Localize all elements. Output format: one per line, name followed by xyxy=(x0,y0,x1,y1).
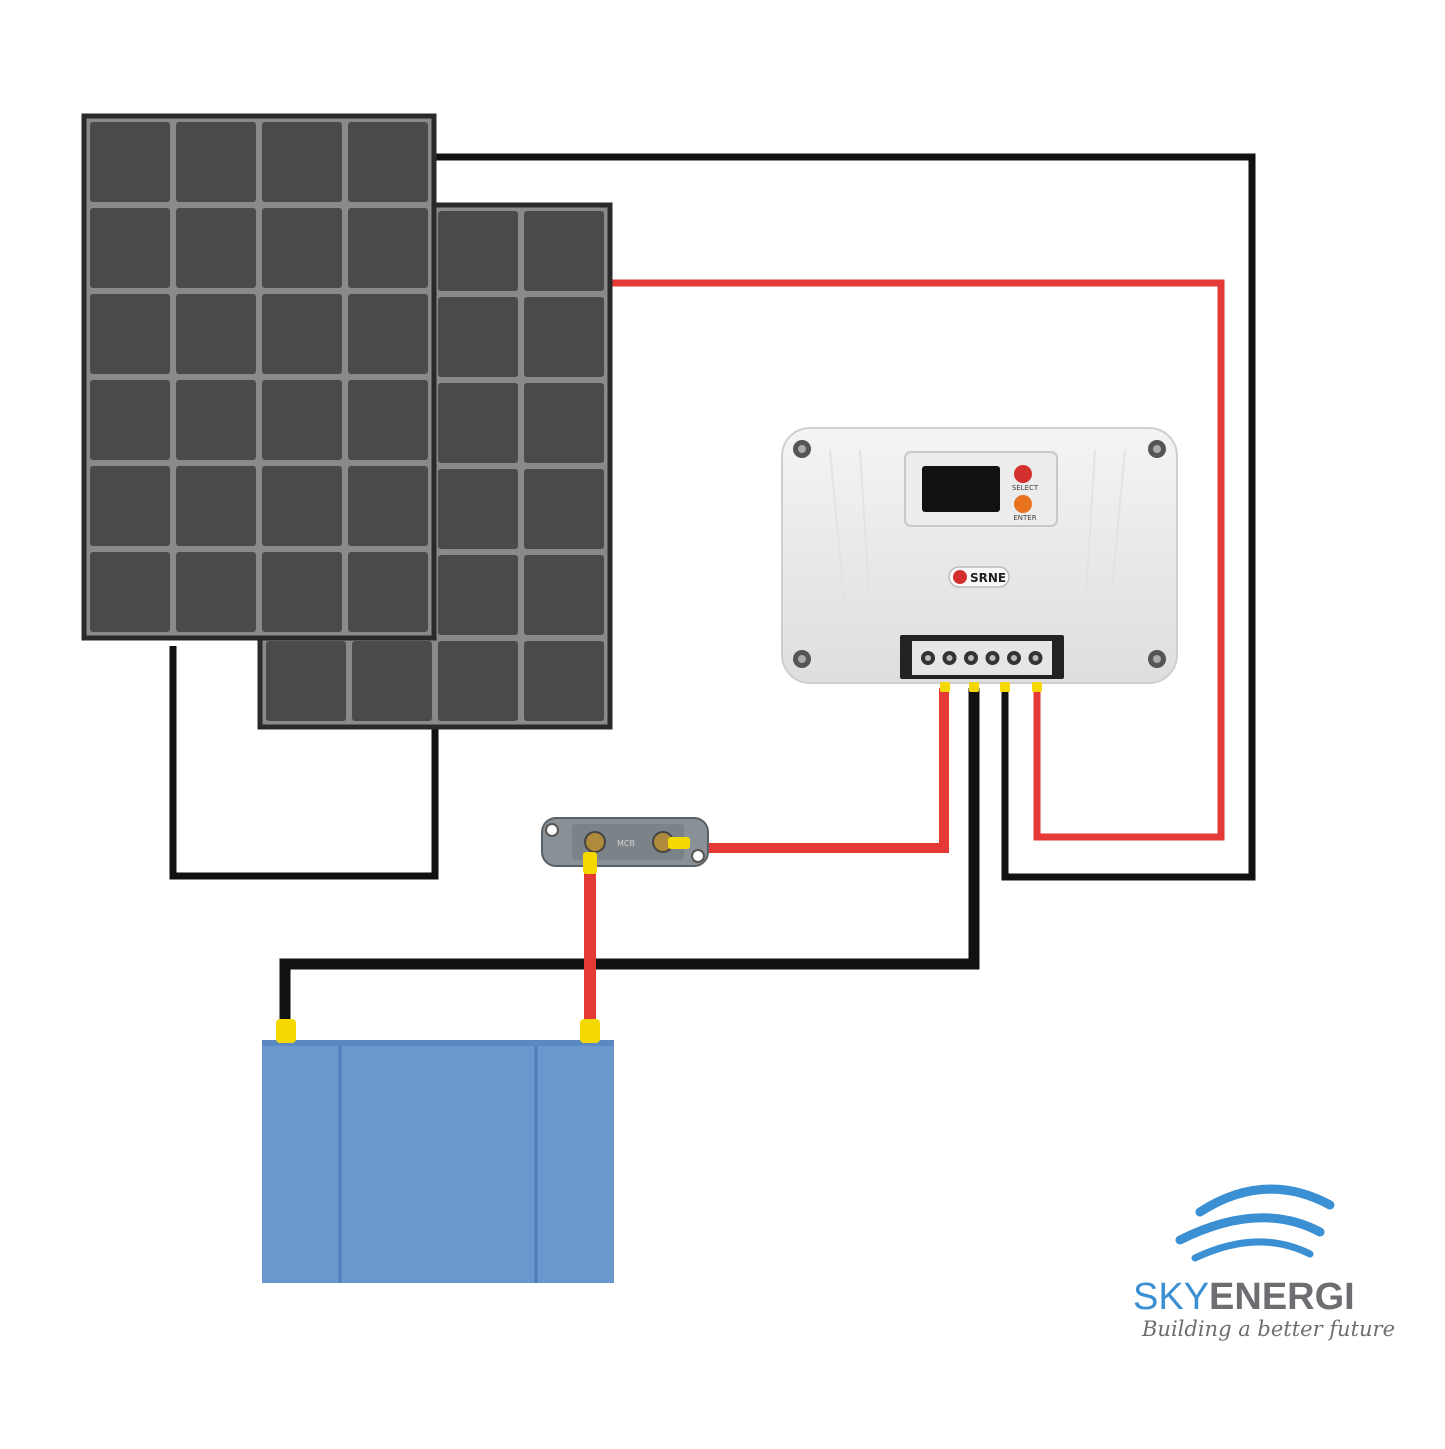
battery-positive-terminal xyxy=(580,1019,600,1043)
terminal-screws xyxy=(921,651,1043,665)
controller-ribs xyxy=(829,449,1126,611)
wire-controller-to-fuse xyxy=(686,688,949,853)
solar-panel-front xyxy=(81,113,437,641)
solar-cell xyxy=(90,294,170,374)
fuse-label: MCB xyxy=(617,839,635,848)
wave-logo-icon xyxy=(1175,1184,1335,1262)
wire-panel-top-negative xyxy=(436,153,1256,881)
solar-cell xyxy=(524,383,604,463)
solar-cell xyxy=(438,469,518,549)
controller-body xyxy=(781,427,1178,684)
terminal-screw-head xyxy=(1032,655,1039,661)
solar-cell xyxy=(438,641,518,721)
solar-cell xyxy=(266,641,346,721)
terminal-screw-head xyxy=(925,655,931,661)
wire-panel-series-link xyxy=(169,646,439,880)
solar-cell xyxy=(348,208,428,288)
brand-name: SRNE xyxy=(970,571,1006,585)
logo-name-energi: ENERGI xyxy=(1209,1276,1355,1318)
solar-cell xyxy=(176,122,256,202)
terminal-screw-head xyxy=(1011,655,1017,661)
solar-cell xyxy=(348,380,428,460)
terminal-screw-head xyxy=(968,655,974,661)
solar-cell xyxy=(262,208,342,288)
solar-cell xyxy=(90,380,170,460)
solar-cell xyxy=(262,552,342,632)
battery-body xyxy=(262,1040,614,1283)
solar-cell xyxy=(524,297,604,377)
battery xyxy=(262,1019,614,1283)
enter-button[interactable] xyxy=(1014,495,1032,513)
solar-cell xyxy=(90,122,170,202)
controller-cable-terminals xyxy=(940,682,1042,692)
solar-cell xyxy=(348,122,428,202)
fuse-holder: MCB xyxy=(541,817,709,874)
enter-label: ENTER xyxy=(1013,514,1036,522)
solar-cell xyxy=(262,122,342,202)
solar-cell xyxy=(176,380,256,460)
solar-cell xyxy=(176,552,256,632)
solar-cell xyxy=(524,641,604,721)
charge-controller: SELECT ENTER SRNE xyxy=(781,427,1178,692)
solar-cell xyxy=(348,552,428,632)
svg-text:SKYENERGI: SKYENERGI xyxy=(1133,1276,1355,1318)
logo-tagline: Building a better future xyxy=(1141,1317,1395,1341)
solar-cell xyxy=(262,380,342,460)
solar-cell xyxy=(262,294,342,374)
solar-cell xyxy=(176,294,256,374)
solar-cell xyxy=(524,469,604,549)
wire-panel-positive xyxy=(609,279,1225,841)
solar-cell xyxy=(348,294,428,374)
terminal-screw-head xyxy=(946,655,953,661)
solar-cell xyxy=(262,466,342,546)
solar-cell xyxy=(176,208,256,288)
select-label: SELECT xyxy=(1012,484,1039,492)
solar-cell xyxy=(524,211,604,291)
logo-name-sky: SKY xyxy=(1133,1276,1209,1318)
solar-cell xyxy=(90,466,170,546)
fuse-bolt-icon xyxy=(584,831,606,853)
terminal-screw-head xyxy=(989,655,996,661)
solar-cell xyxy=(176,466,256,546)
mounting-hole-icon xyxy=(793,440,1166,668)
panel-frame xyxy=(81,113,437,641)
solar-cell xyxy=(90,208,170,288)
solar-cell xyxy=(438,211,518,291)
srne-logo-icon xyxy=(953,570,967,584)
battery-negative-terminal xyxy=(276,1019,296,1043)
solar-cell xyxy=(438,297,518,377)
solar-cell xyxy=(438,383,518,463)
solar-cell xyxy=(90,552,170,632)
skyenergi-logo: SKYENERGI Building a better future xyxy=(1133,1184,1395,1341)
select-button[interactable] xyxy=(1014,465,1032,483)
solar-cell xyxy=(524,555,604,635)
solar-cell xyxy=(348,466,428,546)
solar-cell xyxy=(438,555,518,635)
wires xyxy=(169,153,1256,1030)
wire-controller-to-battery-negative xyxy=(279,688,980,1030)
solar-cell xyxy=(352,641,432,721)
lcd-screen xyxy=(922,466,1000,512)
